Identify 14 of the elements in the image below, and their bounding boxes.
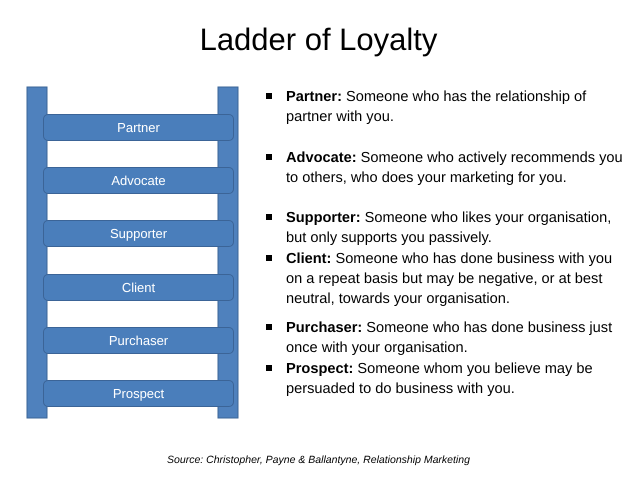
ladder-rung: Supporter xyxy=(43,220,234,248)
ladder-rung: Client xyxy=(43,274,234,301)
definition-text: Purchaser: Someone who has done business just once with your organisation. xyxy=(286,319,614,358)
ladder-rung: Partner xyxy=(43,114,234,141)
definition-text: Prospect: Someone whom you believe may be persuaded to do business with you. xyxy=(286,360,594,399)
definition-text: Supporter: Someone who likes your organisation, but only supports you passively. xyxy=(286,209,612,248)
ladder-rung: Prospect xyxy=(43,380,234,407)
definition-text: Client: Someone who has done business with you on a repeat basis but may be negative, or at best neutral, towards your organisation. xyxy=(286,250,614,309)
ladder-rung: Advocate xyxy=(43,167,234,194)
ladder-rung: Purchaser xyxy=(43,326,234,354)
definition-text: Advocate: Someone who actively recommends you to others, who does your marketing for you. xyxy=(286,149,624,188)
definition-text: Partner: Someone who has the relationship of partner with you. xyxy=(286,88,588,127)
title: Ladder of Loyalty xyxy=(198,22,438,58)
source-caption: Source: Christopher, Payne & Ballantyne, Relationship Marketing xyxy=(166,454,471,466)
